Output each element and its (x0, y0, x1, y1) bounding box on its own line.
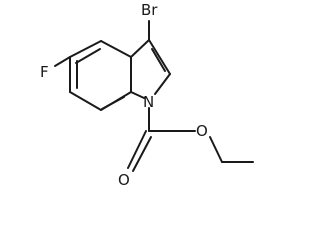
atom-label-bromine: Br (141, 1, 158, 19)
bond-c7a-c7 (100, 91, 132, 111)
bond-c4-c4a (100, 40, 132, 58)
bond-carbonyl-c-o-double-b (132, 136, 152, 172)
atom-label-carbonyl-oxygen: O (118, 171, 130, 189)
bond-c2-n1 (154, 73, 171, 95)
bond-c5-c4-inner (75, 48, 101, 64)
bond-c5-c4 (69, 40, 102, 58)
bond-c3-c2-inner (151, 48, 166, 72)
bond-n1-c7a (130, 91, 145, 99)
benzene-ring (69, 40, 132, 111)
atom-label-ester-oxygen: O (196, 122, 208, 140)
bond-carbonyl-c-o-double-a (127, 130, 147, 169)
pyrrole-ring (130, 39, 171, 99)
bond-c4a-c3 (130, 39, 150, 58)
atom-label-nitrogen: N (143, 93, 154, 111)
chemical-structure-diagram: Br F N O O (40, 1, 254, 189)
bond-c5-f (54, 56, 71, 67)
bond-c7-c6 (69, 91, 102, 111)
atom-label-fluorine: F (40, 63, 49, 81)
ester-chain (127, 107, 254, 172)
bond-o-ch2 (209, 136, 223, 163)
bond-c3-c2 (148, 39, 171, 75)
